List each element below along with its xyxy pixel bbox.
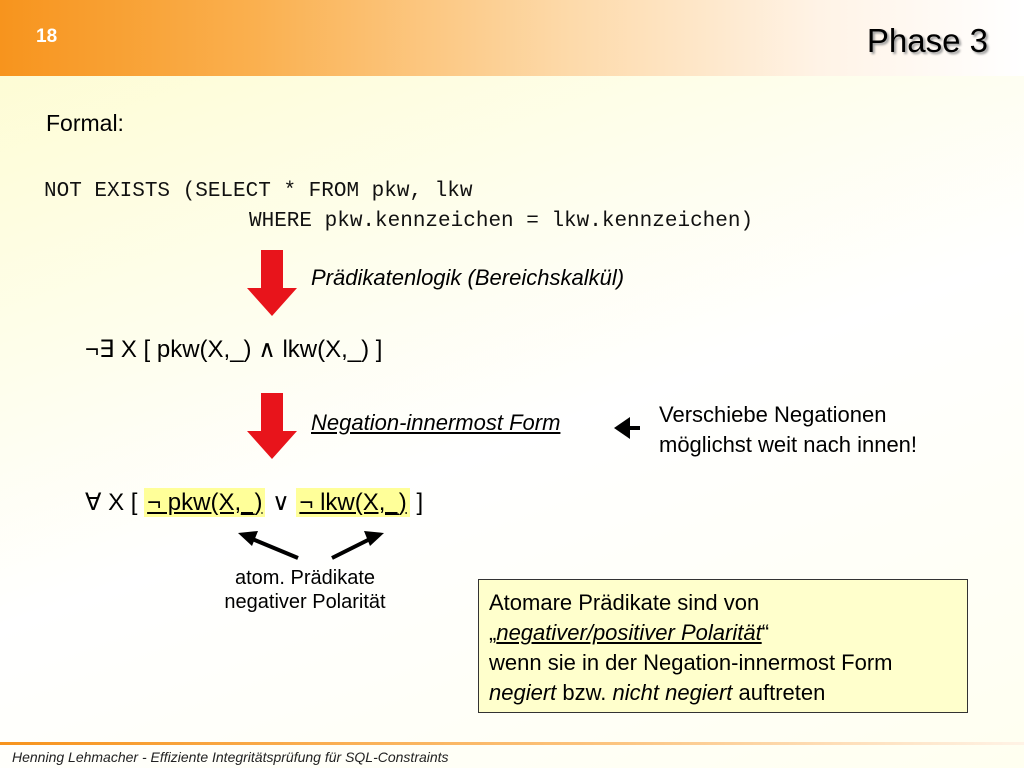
info-box-line-2: „negativer/positiver Polarität“ xyxy=(489,620,770,645)
red-down-arrow-icon xyxy=(247,393,297,459)
sql-line-1: NOT EXISTS (SELECT * FROM pkw, lkw xyxy=(44,180,473,203)
atom-note-line-1: atom. Prädikate xyxy=(234,567,376,589)
formula-2: ∀ X [ ¬ pkw(X,_) ∨ ¬ lkw(X,_) ] xyxy=(85,488,423,517)
side-note: Verschiebe Negationen möglichst weit nac… xyxy=(659,400,917,460)
formula-1: ¬∃ X [ pkw(X,_) ∧ lkw(X,_) ] xyxy=(85,336,383,363)
red-down-arrow-icon xyxy=(247,250,297,316)
side-note-line-1: Verschiebe Negationen xyxy=(659,402,887,427)
footer-text: Henning Lehmacher - Effiziente Integritä… xyxy=(12,749,449,765)
left-arrow-icon xyxy=(614,417,640,439)
side-note-line-2: möglichst weit nach innen! xyxy=(659,432,918,457)
atom-note: atom. Prädikate negativer Polarität xyxy=(200,566,410,614)
sql-line-2: WHERE pkw.kennzeichen = lkw.kennzeichen) xyxy=(249,210,754,233)
formal-label: Formal: xyxy=(46,110,124,136)
pointer-arrows-icon xyxy=(238,531,384,560)
header-bar: 18 Phase 3 xyxy=(0,0,1024,76)
atom-note-line-2: negativer Polarität xyxy=(224,591,386,613)
footer-divider xyxy=(0,742,1024,745)
info-box: Atomare Prädikate sind von „negativer/po… xyxy=(478,579,968,713)
formula-2-suffix: ] xyxy=(416,489,424,516)
slide-number: 18 xyxy=(36,26,58,47)
negated-atom-lkw: ¬ lkw(X,_) xyxy=(296,488,410,517)
formula-2-prefix: ∀ X [ xyxy=(85,489,138,516)
polarity-emphasis: negativer/positiver Polarität xyxy=(496,620,762,645)
step1-label: Prädikatenlogik (Bereichskalkül) xyxy=(311,265,625,290)
info-box-line-4: negiert bzw. nicht negiert auftreten xyxy=(489,680,826,705)
step2-label: Negation-innermost Form xyxy=(311,410,561,435)
slide-title: Phase 3 xyxy=(866,22,988,59)
formula-2-connector: ∨ xyxy=(272,489,290,516)
info-box-line-3: wenn sie in der Negation-innermost Form xyxy=(489,650,893,675)
negated-atom-pkw: ¬ pkw(X,_) xyxy=(144,488,266,517)
info-box-line-1: Atomare Prädikate sind von xyxy=(489,590,760,615)
